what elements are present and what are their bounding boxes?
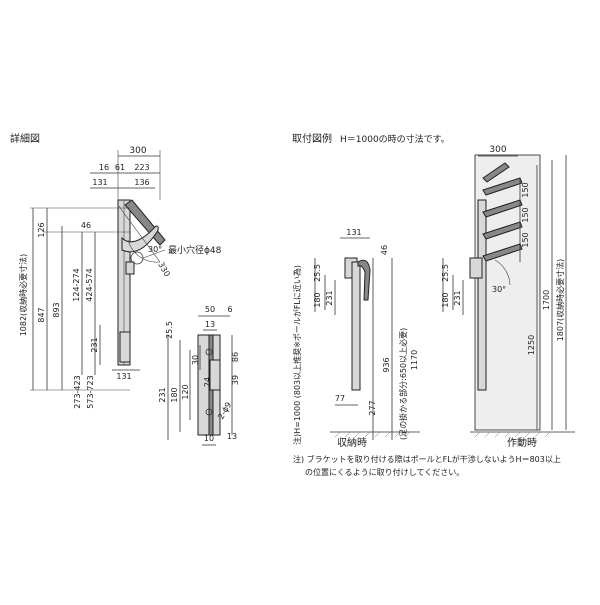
- stored-dim-231: 231: [325, 290, 334, 305]
- footnote-line2: の位置にくるように取り付けしてください。: [305, 467, 464, 477]
- stored-dim-46: 46: [380, 245, 389, 255]
- active-dim-1807: 1807(収納時必要寸法): [555, 259, 565, 342]
- bracket-dim-180: 180: [170, 387, 179, 402]
- active-dim-150b: 150: [521, 207, 530, 222]
- bracket-dim-25.5: 25.5: [165, 321, 174, 339]
- detail-dim-16: 16: [99, 163, 109, 172]
- detail-dim-131b: 131: [116, 372, 131, 381]
- detail-dim-223: 223: [134, 163, 149, 172]
- detail-dim-300: 300: [129, 146, 146, 156]
- stored-pole: [351, 261, 361, 391]
- detail-title: 詳細図: [10, 132, 40, 145]
- detail-dim-126: 126: [37, 222, 46, 237]
- bracket-dim-86: 86: [231, 352, 240, 362]
- detail-dim-131: 131: [92, 178, 107, 187]
- active-dim-300: 300: [489, 145, 506, 155]
- stored-caption: 収納時: [337, 436, 367, 449]
- active-angle: 30°: [492, 285, 506, 294]
- active-caption: 作動時: [507, 436, 537, 449]
- active-dim-150a: 150: [521, 182, 530, 197]
- active-dim-180: 180: [441, 292, 450, 307]
- detail-dim-1082: 1082(収納時必要寸法): [18, 254, 28, 337]
- active-dim-25.5: 25.5: [441, 264, 450, 282]
- install-subtitle: H＝1000の時の寸法です。: [340, 133, 450, 145]
- detail-dim-424-574: 424-574: [85, 268, 94, 301]
- detail-arc-dim: 330: [156, 261, 171, 279]
- detail-dim-847: 847: [37, 307, 46, 322]
- detail-dim-61: 61: [115, 163, 125, 172]
- active-dim-1700: 1700: [542, 290, 551, 310]
- stored-dim-25.5: 25.5: [313, 264, 322, 282]
- bracket-dim-39: 39: [231, 375, 240, 385]
- stored-note-right: (足の掛かる部分:650以上必要): [398, 328, 408, 440]
- stored-note-left: 注)H=1000 (803以上推奨※ポールがFLに近い為): [292, 265, 302, 445]
- active-dim-231: 231: [453, 290, 462, 305]
- detail-dim-46: 46: [81, 221, 91, 230]
- bracket-dim-30: 30: [191, 355, 200, 365]
- active-dim-1250: 1250: [527, 335, 536, 355]
- stored-dim-180: 180: [313, 292, 322, 307]
- bracket-dim-120: 120: [181, 384, 190, 399]
- stored-dim-277: 277: [368, 400, 377, 415]
- bracket-dim-10: 10: [204, 434, 214, 443]
- bracket-dim-50: 50: [205, 305, 215, 314]
- bracket-dim-6: 6: [227, 305, 232, 314]
- active-dim-150c: 150: [521, 232, 530, 247]
- detail-angle: 30°: [148, 245, 162, 254]
- detail-dim-231: 231: [90, 337, 99, 352]
- detail-dim-124-274: 124-274: [72, 268, 81, 301]
- detail-dim-573-723: 573-723: [86, 375, 95, 408]
- install-title: 取付図例: [292, 132, 332, 145]
- stored-dim-131: 131: [346, 228, 361, 237]
- footnote-line1: 注) ブラケットを取り付ける際はポールとFLが干渉しないようH＝803以上: [293, 454, 561, 464]
- stored-dim-77: 77: [335, 394, 345, 403]
- detail-dim-136: 136: [134, 178, 149, 187]
- detail-dim-893: 893: [52, 302, 61, 317]
- active-arms: [482, 162, 523, 262]
- bracket-dim-13b: 13: [227, 432, 237, 441]
- stored-dim-1170: 1170: [410, 350, 419, 370]
- stored-dim-936: 936: [382, 357, 391, 372]
- detail-dim-273-423: 273-423: [73, 375, 82, 408]
- bracket-dim-13: 13: [205, 320, 215, 329]
- bracket-dim-24: 24: [203, 377, 212, 387]
- bracket-dim-231: 231: [158, 387, 167, 402]
- detail-hole-note: 最小穴径ϕ48: [168, 244, 222, 256]
